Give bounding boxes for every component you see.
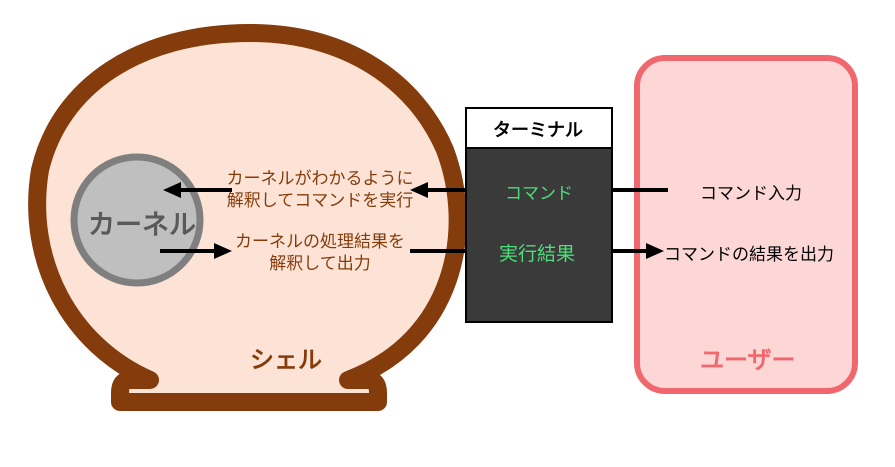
interpret-result-line1: カーネルの処理結果を — [235, 232, 405, 252]
command-result-output-label: コマンドの結果を出力 — [664, 245, 834, 265]
interpret-command-note: カーネルがわかるように 解釈してコマンドを実行 — [222, 168, 418, 212]
interpret-command-line1: カーネルがわかるように — [226, 169, 414, 189]
arrow-terminal-to-user-head — [646, 243, 664, 259]
interpret-result-note: カーネルの処理結果を 解釈して出力 — [224, 231, 416, 275]
shell-label: シェル — [250, 346, 322, 374]
user-label: ユーザー — [700, 346, 796, 374]
user-box — [634, 55, 858, 394]
terminal-result-label: 実行結果 — [499, 243, 576, 265]
terminal-titlebar — [465, 107, 613, 149]
interpret-command-line2: 解釈してコマンドを実行 — [226, 191, 414, 211]
interpret-result-line2: 解釈して出力 — [269, 254, 371, 274]
terminal-command-label: コマンド — [505, 184, 573, 204]
kernel-label: カーネル — [88, 210, 196, 241]
arrow-terminal-to-shell-head — [410, 182, 428, 198]
arrows — [160, 182, 668, 259]
terminal-body — [465, 147, 613, 323]
terminal-title: ターミナル — [493, 120, 583, 141]
arrow-shell-to-kernel-head — [163, 182, 181, 198]
command-input-label: コマンド入力 — [700, 184, 802, 204]
shell-outline — [28, 24, 467, 411]
arrow-kernel-to-shell-head — [214, 243, 232, 259]
